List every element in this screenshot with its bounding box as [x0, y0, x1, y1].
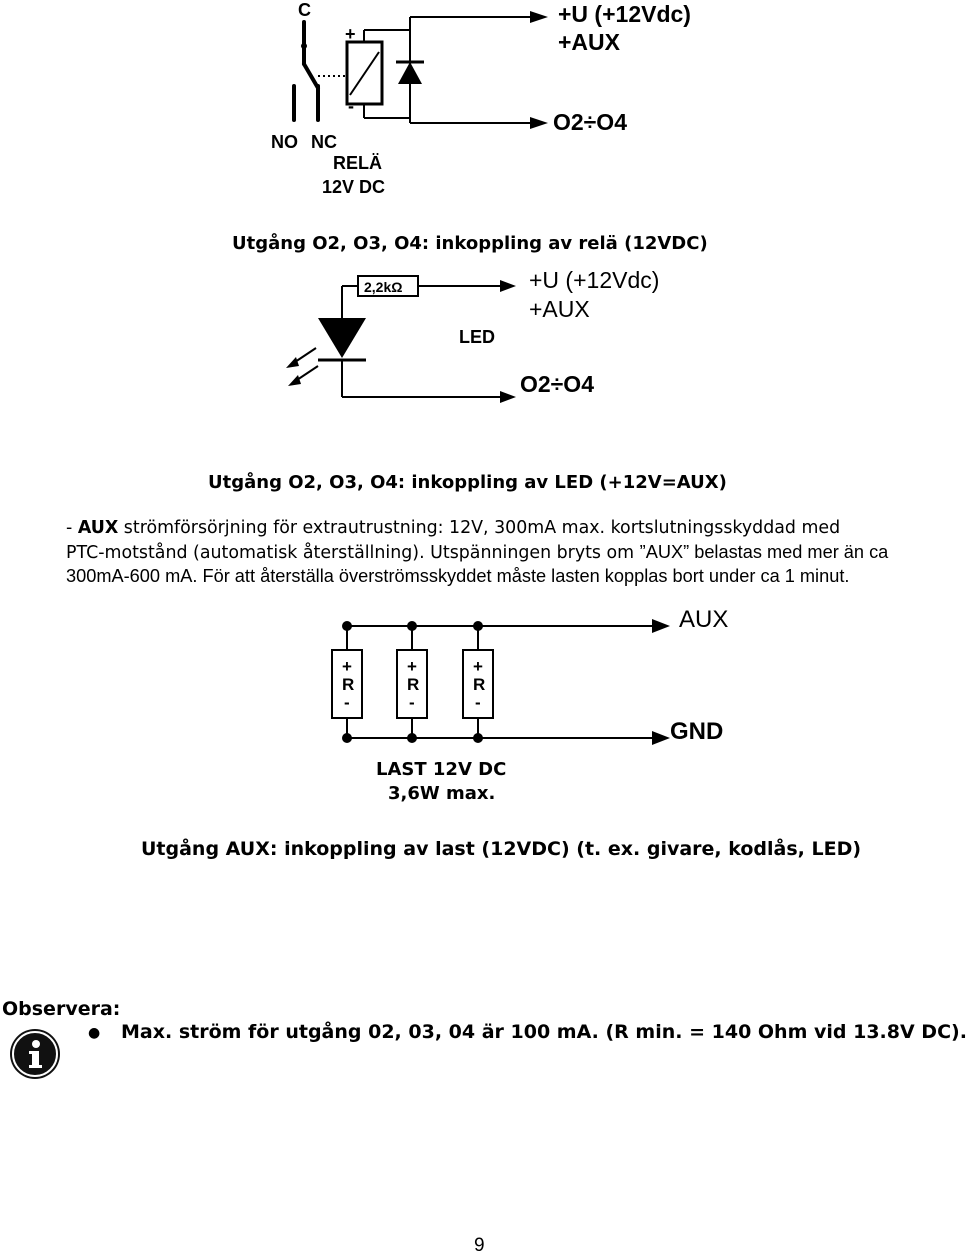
aux-term: AUX — [77, 518, 119, 538]
relay-nc-label: NC — [311, 132, 337, 152]
aux-line2-a: PTC-motstånd (automatisk återställning).… — [66, 543, 640, 563]
load-2-minus: - — [409, 693, 415, 712]
load-1-minus: - — [344, 693, 350, 712]
relay-c-label: C — [298, 0, 311, 20]
aux-line1-rest: strömförsörjning för extrautrustning: 12… — [118, 518, 841, 538]
note-text: Max. ström för utgång 02, 03, 04 är 100 … — [121, 1021, 967, 1043]
relay-voltage-label: 12V DC — [322, 177, 385, 197]
load-3-r: R — [473, 675, 485, 694]
load-1-plus: + — [342, 657, 352, 676]
led-wiring-diagram: 2,2kΩ LED +U (+12Vdc) +AUX O2÷O4 — [286, 267, 659, 403]
aux-description-line-1: - AUX strömförsörjning för extrautrustni… — [66, 516, 840, 540]
note-bullet: ● — [88, 1025, 101, 1041]
aux-description-line-2: PTC-motstånd (automatisk återställning).… — [66, 540, 888, 565]
load-gnd-label: GND — [670, 718, 723, 745]
aux-prefix: - — [66, 518, 78, 538]
relay-no-label: NO — [271, 132, 298, 152]
aux-load-wiring-diagram: + R - + R - + R - AUX GND — [331, 606, 728, 745]
load-diagram-caption: Utgång AUX: inkoppling av last (12VDC) (… — [141, 838, 862, 860]
load-2-plus: + — [407, 657, 417, 676]
relay-target-aux: +AUX — [558, 29, 621, 55]
load-title-line-1: LAST 12V DC — [376, 759, 507, 780]
aux-description-line-3: 300mA-600 mA. För att återställa överstr… — [66, 566, 850, 586]
relay-wiring-diagram: C + - NO NC RELÄ 12V DC +U (+12Vdc) +AUX… — [271, 0, 691, 197]
load-2-r: R — [407, 675, 419, 694]
note-title: Observera: — [2, 998, 121, 1020]
led-target-plus-u: +U (+12Vdc) — [529, 267, 659, 293]
led-resistor-value: 2,2kΩ — [364, 279, 402, 295]
relay-diagram-caption: Utgång O2, O3, O4: inkoppling av relä (1… — [232, 233, 708, 254]
led-target-aux: +AUX — [529, 296, 590, 322]
load-aux-label: AUX — [679, 606, 728, 633]
led-label: LED — [459, 327, 495, 347]
relay-target-plus-u: +U (+12Vdc) — [558, 1, 691, 27]
page-number: 9 — [474, 1235, 485, 1256]
relay-plus-label: + — [345, 24, 356, 44]
relay-rela-label: RELÄ — [333, 153, 382, 173]
load-3-plus: + — [473, 657, 483, 676]
led-diagram-caption: Utgång O2, O3, O4: inkoppling av LED (+1… — [208, 472, 727, 493]
led-target-output: O2÷O4 — [520, 371, 594, 397]
relay-minus-label: - — [348, 96, 354, 116]
relay-target-output: O2÷O4 — [553, 109, 627, 135]
load-3-minus: - — [475, 693, 481, 712]
load-1-r: R — [342, 675, 354, 694]
load-title-line-2: 3,6W max. — [388, 783, 496, 804]
aux-line2-b: ”AUX” belastas med mer än ca — [639, 542, 889, 562]
info-icon — [12, 1031, 58, 1077]
